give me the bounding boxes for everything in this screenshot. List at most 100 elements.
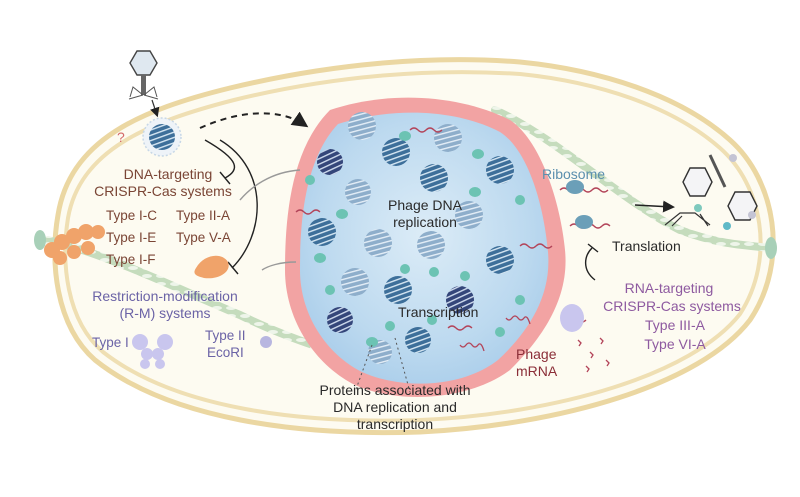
protein-dot (429, 267, 439, 277)
protein-dot (427, 315, 437, 325)
cell-inner-membrane (63, 70, 763, 423)
label-ecori: EcoRI (207, 345, 244, 360)
protein-dot (729, 154, 737, 162)
protein-dot (515, 295, 525, 305)
cytoskeleton-filaments (34, 106, 777, 354)
ribosome-icon (566, 180, 584, 194)
label-type-iia: Type II-A (176, 208, 231, 223)
rna-targeting-subtitle: CRISPR-Cas systems (603, 298, 741, 314)
phage-dna-replication-label-1: Phage DNA (388, 197, 462, 213)
protein-dot (472, 149, 484, 159)
protein-dot (325, 285, 335, 295)
dna-blob (364, 229, 392, 257)
mrna-fragment (605, 359, 610, 367)
dna-targeting-cas-complex (44, 224, 105, 265)
transcription-label: Transcription (398, 304, 479, 320)
inhibit-translation (584, 247, 596, 281)
mrna-strand (295, 209, 321, 215)
dna-targeting-subtitle: CRISPR-Cas systems (94, 183, 232, 199)
phage-capsid-icon (682, 167, 713, 197)
rm-subtitle: (R-M) systems (119, 305, 211, 321)
dna-transport-arrow (199, 111, 309, 129)
protein-pointer (354, 344, 373, 393)
bacteriophage-icon (128, 50, 160, 118)
dna-blob (486, 246, 514, 274)
dna-blob (345, 179, 371, 205)
protein-dot (469, 187, 481, 197)
protein-dot (723, 222, 731, 230)
phage-mrna-label-1: Phage (516, 346, 557, 362)
protein-dot (495, 327, 505, 337)
dna-blob (341, 268, 369, 296)
protein-dot (400, 264, 410, 274)
mrna-strand (519, 243, 553, 249)
rna-targeting-title: RNA-targeting (624, 280, 714, 296)
assembly-arrow (634, 200, 675, 213)
mrna-fragment (585, 365, 590, 373)
inhibit-rm (219, 139, 258, 269)
filament-cap-right (765, 237, 777, 259)
proteins-label-3: transcription (356, 416, 434, 432)
protein-dot (366, 337, 378, 347)
protein-dot (694, 204, 702, 212)
dna-blob (446, 286, 474, 314)
mrna-fragment (599, 337, 604, 345)
ecori-icon (260, 336, 272, 348)
label-type-iiia: Type III-A (645, 317, 705, 333)
mrna-strand (459, 342, 485, 352)
label-rm-type-ii: Type II (205, 328, 246, 343)
nucleus-shield-arc (239, 169, 301, 201)
mrna-strand (447, 325, 473, 331)
mrna-fragment (589, 351, 594, 359)
protein-dot (385, 321, 395, 331)
rm-type-i-complex (132, 334, 173, 369)
protein-dot (336, 209, 348, 219)
inhibition-arrows (204, 139, 599, 281)
dna-blob (382, 138, 410, 166)
rm-title: Restriction-modification (92, 288, 238, 304)
phage-dna-replication-label-2: replication (393, 214, 457, 230)
rna-targeting-cas-icon (560, 304, 584, 332)
protein-dot (515, 195, 525, 205)
mrna-strand (505, 315, 531, 325)
translation-label: Translation (612, 238, 681, 254)
filament-cap-left (34, 230, 46, 250)
phage-mrna-label-2: mRNA (516, 363, 558, 379)
dna-targeting-title: DNA-targeting (123, 166, 213, 182)
filament-left (44, 236, 334, 354)
dna-blob (420, 164, 448, 192)
tail-fiber-icon (664, 212, 711, 227)
dna-blob (434, 124, 462, 152)
unknown-mechanism-mark: ? (117, 129, 125, 145)
protein-dot (305, 175, 315, 185)
dna-blob (384, 276, 412, 304)
proteins-label-1: Proteins associated with (319, 382, 471, 398)
protein-dot (748, 211, 756, 219)
protein-pointer (394, 337, 411, 393)
dna-blob (308, 218, 336, 246)
dna-blob (327, 307, 353, 333)
injected-dna-vesicle (142, 117, 182, 157)
mrna-strand (409, 127, 443, 133)
proteins-label-2: DNA replication and (333, 399, 457, 415)
dna-blob (486, 156, 514, 184)
ribosome-icon (575, 215, 593, 229)
label-type-via: Type VI-A (644, 336, 706, 352)
cas9-cas12-icon (194, 255, 229, 279)
dna-blob (405, 327, 431, 353)
protein-dot (399, 131, 411, 141)
replication-proteins (305, 131, 525, 347)
nucleus-shield-arc (261, 261, 297, 271)
label-type-if: Type I-F (106, 252, 156, 267)
phage-tail-icon (708, 154, 727, 188)
label-rm-type-i: Type I (92, 335, 129, 350)
label-type-ic: Type I-C (106, 208, 158, 223)
protein-dot (460, 271, 470, 281)
label-type-ie: Type I-E (106, 230, 157, 245)
label-type-va: Type V-A (176, 230, 231, 245)
phage-dna-clusters (308, 112, 514, 364)
ribosome-label: Ribosome (542, 166, 606, 182)
dna-blob (317, 149, 343, 175)
mrna-fragment (577, 339, 582, 347)
